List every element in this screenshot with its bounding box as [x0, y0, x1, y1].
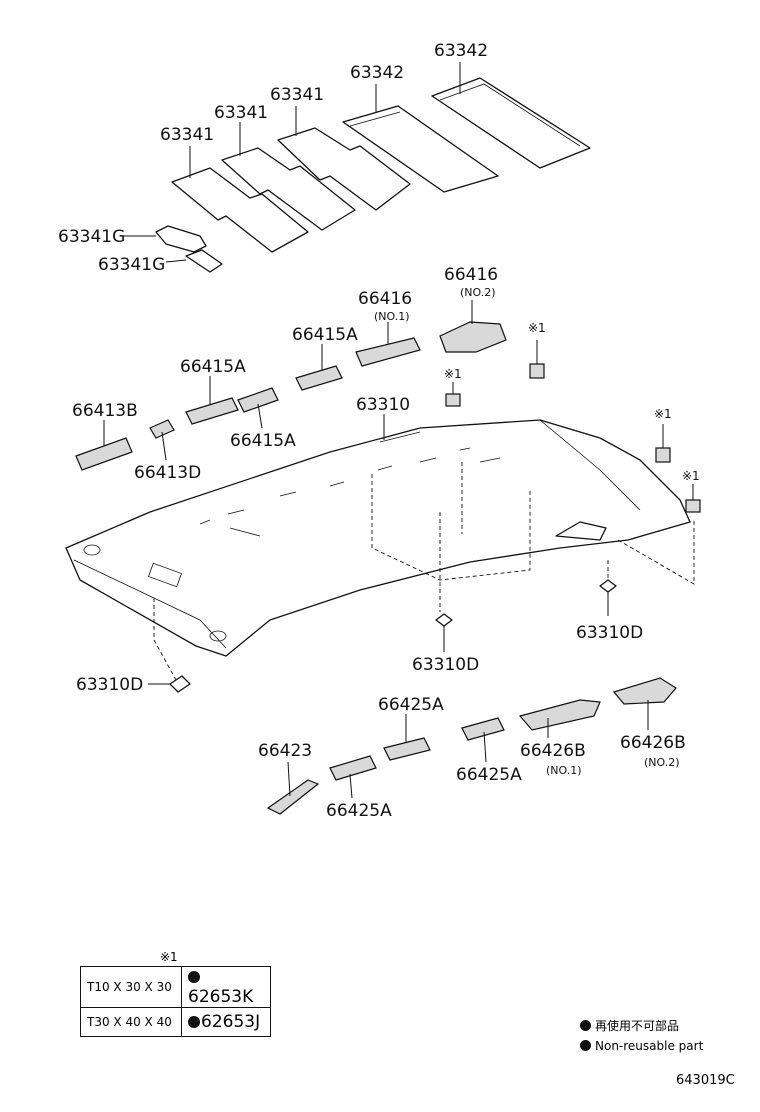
label-63310D-left: 63310D: [76, 675, 143, 695]
roof-pad-63342-front: [342, 105, 499, 193]
label-63310D-right: 63310D: [576, 623, 643, 643]
note-mark-1: ※1: [528, 321, 546, 335]
bracket-66423: [266, 779, 320, 815]
label-66425A-right: 66425A: [456, 765, 522, 785]
note-mark-2: ※1: [444, 367, 462, 381]
label-66426B-no1: 66426B: [520, 741, 586, 761]
spec-size: T30 X 40 X 40: [80, 1007, 182, 1037]
label-66415A-middle: 66415A: [180, 357, 246, 377]
label-66426B-no1-sub: (NO.1): [546, 764, 582, 777]
table-row: T30 X 40 X 40 62653J: [80, 1007, 271, 1037]
fastener-63310D-right: [599, 579, 617, 604]
label-66425A-lower: 66425A: [326, 801, 392, 821]
non-reusable-dot-icon: [580, 1020, 591, 1031]
clip-66415A-upper: [295, 365, 343, 391]
label-66423: 66423: [258, 741, 312, 761]
non-reusable-dot-icon: [188, 971, 200, 983]
spacer-block-1: [529, 363, 545, 379]
fastener-63310D-center: [435, 613, 453, 640]
fastener-63310D-left: [169, 675, 191, 693]
legend-row-english: Non-reusable part: [580, 1036, 703, 1056]
table-note-mark: ※1: [160, 950, 178, 964]
label-66413D: 66413D: [134, 463, 201, 483]
label-66415A-upper: 66415A: [292, 325, 358, 345]
spacer-block-2: [445, 393, 461, 407]
clip-66415A-lower: [237, 387, 279, 413]
bracket-66426B-no1: [518, 699, 601, 731]
legend-japanese: 再使用不可部品: [595, 1019, 680, 1033]
clip-66425A-upper: [383, 737, 431, 761]
label-66416-no1-sub: (NO.1): [374, 310, 410, 323]
legend-row-japanese: 再使用不可部品: [580, 1016, 703, 1036]
bracket-66426B-no2: [612, 677, 677, 705]
label-63310: 63310: [356, 395, 410, 415]
clip-66413B: [75, 437, 133, 471]
non-reusable-dot-icon: [580, 1040, 591, 1051]
label-63342-front: 63342: [350, 63, 404, 83]
bracket-66416-no2: [439, 321, 507, 353]
label-63341-2: 63341: [214, 103, 268, 123]
note-mark-3: ※1: [654, 407, 672, 421]
bracket-66416-no1: [355, 337, 421, 367]
label-63342-rear: 63342: [434, 41, 488, 61]
roof-pad-63342-rear: [431, 77, 591, 169]
clip-66425A-right: [461, 717, 505, 741]
spec-code: 62653K: [188, 987, 254, 1007]
spacer-spec-table: T10 X 30 X 30 62653K T30 X 40 X 40 62653…: [80, 966, 271, 1037]
clip-66425A-lower: [329, 755, 377, 781]
note-mark-4: ※1: [682, 469, 700, 483]
label-66416-no2-sub: (NO.2): [460, 286, 496, 299]
clip-66413D: [149, 419, 175, 439]
roof-pad-63341G-upper: [155, 225, 207, 253]
roof-pad-63341-3: [277, 127, 411, 211]
table-row: T10 X 30 X 30 62653K: [80, 966, 271, 1008]
roof-pad-63341G-lower: [185, 249, 223, 273]
spacer-block-3: [655, 447, 671, 463]
label-66415A-lower: 66415A: [230, 431, 296, 451]
label-66416-no2: 66416: [444, 265, 498, 285]
non-reusable-dot-icon: [188, 1016, 200, 1028]
figure-code: 643019C: [676, 1073, 735, 1088]
label-63341G-upper: 63341G: [58, 227, 125, 247]
spec-code: 62653J: [201, 1012, 261, 1032]
spec-code-cell: 62653K: [181, 966, 271, 1008]
spec-size: T10 X 30 X 30: [80, 966, 182, 1008]
label-63341-3: 63341: [270, 85, 324, 105]
label-63341G-lower: 63341G: [98, 255, 165, 275]
spec-code-cell: 62653J: [181, 1007, 271, 1037]
label-63310D-center: 63310D: [412, 655, 479, 675]
label-66425A-upper: 66425A: [378, 695, 444, 715]
label-63341-1: 63341: [160, 125, 214, 145]
roof-pad-63341-1: [171, 167, 309, 253]
clip-66415A-middle: [185, 397, 239, 425]
legend-english: Non-reusable part: [595, 1039, 704, 1053]
roof-pad-63341-2: [221, 147, 356, 231]
roof-headliner-63310: [65, 419, 691, 657]
legend: 再使用不可部品 Non-reusable part: [580, 1016, 703, 1056]
label-66426B-no2: 66426B: [620, 733, 686, 753]
label-66426B-no2-sub: (NO.2): [644, 756, 680, 769]
spacer-block-4: [685, 499, 701, 513]
label-66413B: 66413B: [72, 401, 138, 421]
label-66416-no1: 66416: [358, 289, 412, 309]
